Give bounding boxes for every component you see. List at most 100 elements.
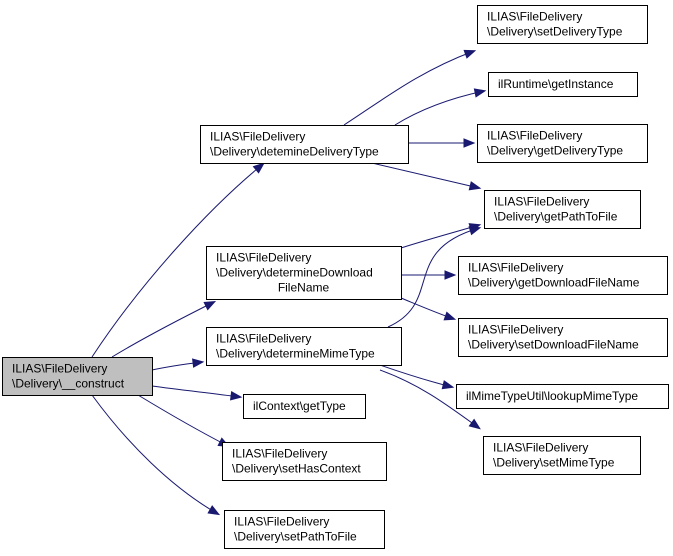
edge-line (394, 90, 485, 126)
node-determine-download-file-name[interactable]: ILIAS\FileDelivery\Delivery\determineDow… (206, 246, 402, 300)
node-label-line: ILIAS\FileDelivery (216, 332, 311, 346)
node-detemine-delivery-type[interactable]: ILIAS\FileDelivery\Delivery\detemineDeli… (200, 125, 409, 164)
edge-line (387, 227, 480, 328)
arrow-head (252, 162, 265, 174)
nodes-layer: ILIAS\FileDelivery\Delivery\__constructI… (2, 5, 669, 549)
edge-construct-to-determineMimeType (151, 358, 205, 371)
edge-construct-to-setPathToFile (91, 394, 221, 516)
edge-determineMimeType-to-getPathToFile (387, 226, 482, 328)
arrow-head (230, 390, 243, 401)
edge-detemineDeliveryType-to-getPathToFile (371, 162, 482, 191)
edge-construct-to-setHasContext (137, 394, 231, 448)
node-label-line: ILIAS\FileDelivery (468, 261, 563, 275)
arrow-head (443, 311, 457, 321)
node-box (243, 394, 366, 419)
node-label-line: \Delivery\setDeliveryType (487, 25, 623, 39)
node-box (488, 72, 638, 97)
node-label-line: FileName (278, 281, 330, 295)
node-label-line: ILIAS\FileDelivery (232, 447, 327, 461)
edge-line (343, 50, 475, 126)
node-label-line: ILIAS\FileDelivery (487, 129, 582, 143)
node-label-line: \Delivery\detemineDeliveryType (210, 145, 379, 159)
node-box (483, 436, 641, 475)
edges-layer (91, 49, 487, 516)
arrow-head (207, 505, 221, 516)
node-set-mime-type[interactable]: ILIAS\FileDelivery\Delivery\setMimeType (483, 436, 641, 475)
edge-determineMimeType-to-ilMimeTypeUtilLookupMimeType (379, 364, 455, 390)
arrow-head (468, 226, 482, 236)
node-construct[interactable]: ILIAS\FileDelivery\Delivery\__construct (2, 357, 153, 396)
node-box (206, 246, 402, 300)
edge-determineMimeType-to-setMimeType (379, 369, 481, 430)
node-box (224, 510, 385, 549)
node-label-line: ILIAS\FileDelivery (210, 130, 305, 144)
node-label-line: ILIAS\FileDelivery (216, 251, 311, 265)
node-label-line: ilContext\getType (253, 399, 346, 413)
node-label-line: \Delivery\setDownloadFileName (468, 338, 639, 352)
edge-detemineDeliveryType-to-setDeliveryType (343, 49, 477, 126)
node-get-download-file-name[interactable]: ILIAS\FileDelivery\Delivery\getDownloadF… (458, 256, 668, 295)
node-box (458, 256, 668, 295)
node-label-line: \Delivery\setMimeType (493, 456, 615, 470)
node-box (222, 442, 387, 481)
node-label-line: ilMimeTypeUtil\lookupMimeType (466, 389, 638, 403)
node-set-has-context[interactable]: ILIAS\FileDelivery\Delivery\setHasContex… (222, 442, 387, 481)
node-label-line: \Delivery\getDownloadFileName (468, 276, 640, 290)
edge-line (91, 163, 264, 358)
node-box (456, 384, 669, 409)
node-label-line: ILIAS\FileDelivery (468, 323, 563, 337)
edge-determineDownloadFileName-to-getPathToFile (400, 223, 482, 249)
node-label-line: \Delivery\determineMimeType (216, 347, 375, 361)
node-il-mime-type-util-lookup-mime-type[interactable]: ilMimeTypeUtil\lookupMimeType (456, 384, 669, 409)
node-box (458, 318, 668, 357)
arrow-head (203, 301, 217, 311)
edge-line (379, 364, 453, 388)
node-set-path-to-file[interactable]: ILIAS\FileDelivery\Delivery\setPathToFil… (224, 510, 385, 549)
node-label-line: \Delivery\setPathToFile (234, 530, 357, 544)
edge-determineDownloadFileName-to-setDownloadFileName (400, 297, 457, 321)
edge-construct-to-detemineDeliveryType (91, 162, 265, 358)
node-label-line: \Delivery\setHasContext (232, 462, 361, 476)
edge-construct-to-determineDownloadFileName (111, 301, 217, 358)
edge-detemineDeliveryType-to-getDeliveryType (407, 138, 476, 148)
node-box (206, 327, 402, 366)
node-label-line: \Delivery\getDeliveryType (487, 144, 623, 158)
arrow-head (441, 380, 455, 390)
arrow-head (192, 358, 205, 368)
node-set-delivery-type[interactable]: ILIAS\FileDelivery\Delivery\setDeliveryT… (477, 5, 648, 44)
node-box (484, 190, 641, 229)
arrow-head (468, 181, 482, 191)
node-get-delivery-type[interactable]: ILIAS\FileDelivery\Delivery\getDeliveryT… (477, 124, 648, 163)
node-label-line: \Delivery\determineDownload (216, 266, 373, 280)
edge-line (371, 162, 480, 189)
node-label-line: ILIAS\FileDelivery (234, 515, 329, 529)
node-box (477, 5, 648, 44)
node-label-line: \Delivery\__construct (12, 377, 125, 391)
node-il-runtime-get-instance[interactable]: ilRuntime\getInstance (488, 72, 638, 97)
node-label-line: \Delivery\getPathToFile (494, 210, 618, 224)
arrow-head (444, 270, 457, 280)
edge-line (379, 369, 480, 429)
node-label-line: ILIAS\FileDelivery (12, 362, 107, 376)
node-get-path-to-file[interactable]: ILIAS\FileDelivery\Delivery\getPathToFil… (484, 190, 641, 229)
node-box (2, 357, 153, 396)
edge-line (111, 301, 215, 358)
edge-determineDownloadFileName-to-getDownloadFileName (400, 270, 457, 280)
node-label-line: ILIAS\FileDelivery (487, 10, 582, 24)
node-label-line: ILIAS\FileDelivery (493, 441, 588, 455)
node-box (477, 124, 648, 163)
node-set-download-file-name[interactable]: ILIAS\FileDelivery\Delivery\setDownloadF… (458, 318, 668, 357)
edge-line (91, 394, 219, 515)
arrow-head (463, 138, 476, 148)
edge-detemineDeliveryType-to-ilRuntimeGetInstance (394, 88, 487, 126)
node-il-context-get-type[interactable]: ilContext\getType (243, 394, 366, 419)
edge-line (400, 224, 480, 249)
edge-line (137, 394, 229, 447)
node-label-line: ilRuntime\getInstance (498, 77, 614, 91)
arrow-head (463, 49, 477, 59)
edge-line (151, 385, 241, 398)
arrow-head (473, 88, 487, 98)
node-box (200, 125, 409, 164)
node-determine-mime-type[interactable]: ILIAS\FileDelivery\Delivery\determineMim… (206, 327, 402, 366)
